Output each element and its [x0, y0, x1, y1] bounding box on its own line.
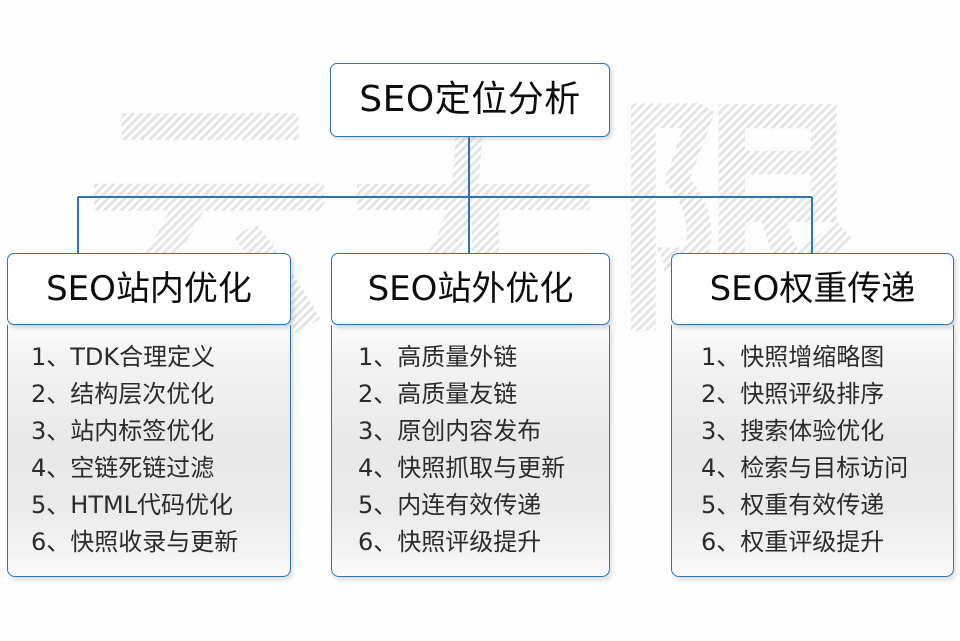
- branch-header-label-3: SEO权重传递: [709, 269, 916, 309]
- list-item: 3、原创内容发布: [358, 417, 542, 445]
- branch-header-2[interactable]: SEO站外优化: [331, 253, 610, 325]
- branch-column-3: SEO权重传递 1、快照增缩略图 2、快照评级排序 3、搜索体验优化 4、检索与…: [671, 253, 954, 577]
- list-item: 2、高质量友链: [358, 380, 518, 408]
- list-item: 2、结构层次优化: [31, 380, 215, 408]
- list-item: 4、快照抓取与更新: [358, 454, 566, 482]
- list-item: 6、快照收录与更新: [31, 528, 239, 556]
- list-item: 6、权重评级提升: [701, 528, 885, 556]
- root-node[interactable]: SEO定位分析: [330, 63, 610, 137]
- branch-header-1[interactable]: SEO站内优化: [7, 253, 291, 325]
- list-item: 5、权重有效传递: [701, 491, 885, 519]
- list-item: 5、内连有效传递: [358, 491, 542, 519]
- list-item: 3、站内标签优化: [31, 417, 215, 445]
- list-item: 2、快照评级排序: [701, 380, 885, 408]
- branch-header-label-2: SEO站外优化: [367, 269, 574, 309]
- list-item: 1、快照增缩略图: [701, 343, 885, 371]
- root-node-title: SEO定位分析: [359, 79, 581, 120]
- branch-body-3: 1、快照增缩略图 2、快照评级排序 3、搜索体验优化 4、检索与目标访问 5、权…: [671, 325, 954, 577]
- list-item: 3、搜索体验优化: [701, 417, 885, 445]
- branch-header-label-1: SEO站内优化: [46, 269, 252, 309]
- branch-list-1: 1、TDK合理定义 2、结构层次优化 3、站内标签优化 4、空链死链过滤 5、H…: [8, 339, 290, 561]
- branch-list-2: 1、高质量外链 2、高质量友链 3、原创内容发布 4、快照抓取与更新 5、内连有…: [332, 339, 609, 561]
- list-item: 4、检索与目标访问: [701, 454, 909, 482]
- branch-column-1: SEO站内优化 1、TDK合理定义 2、结构层次优化 3、站内标签优化 4、空链…: [7, 253, 291, 577]
- list-item: 4、空链死链过滤: [31, 454, 215, 482]
- branch-body-1: 1、TDK合理定义 2、结构层次优化 3、站内标签优化 4、空链死链过滤 5、H…: [7, 325, 291, 577]
- branch-list-3: 1、快照增缩略图 2、快照评级排序 3、搜索体验优化 4、检索与目标访问 5、权…: [672, 339, 953, 561]
- list-item: 1、高质量外链: [358, 343, 518, 371]
- branch-header-3[interactable]: SEO权重传递: [671, 253, 954, 325]
- branch-body-2: 1、高质量外链 2、高质量友链 3、原创内容发布 4、快照抓取与更新 5、内连有…: [331, 325, 610, 577]
- list-item: 1、TDK合理定义: [31, 343, 216, 371]
- list-item: 5、HTML代码优化: [31, 491, 234, 519]
- branch-column-2: SEO站外优化 1、高质量外链 2、高质量友链 3、原创内容发布 4、快照抓取与…: [331, 253, 610, 577]
- list-item: 6、快照评级提升: [358, 528, 542, 556]
